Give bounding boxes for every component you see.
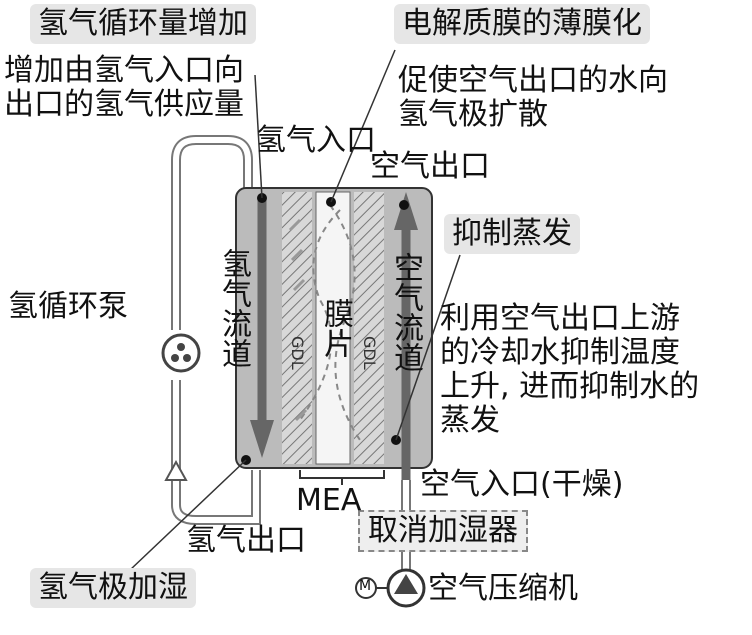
mea-bracket: [299, 470, 385, 485]
h2-pump-icon: [161, 333, 201, 373]
label-gdl-left: GDL: [288, 336, 307, 370]
motor-icon: M: [359, 578, 372, 594]
gdl-right: [354, 192, 384, 464]
label-air-outlet: 空气出口: [370, 149, 490, 184]
label-air-channel: 空气流道: [388, 252, 423, 372]
label-h2-outlet: 氢气出口: [186, 523, 306, 558]
callout-suppress-evap: 抑制蒸发: [444, 214, 580, 254]
label-mea: MEA: [296, 483, 362, 518]
label-membrane: 膜片: [318, 298, 353, 358]
membrane-strip: [315, 191, 351, 465]
label-h2-pump: 氢循环泵: [8, 289, 128, 324]
loop-arrow-up: [164, 459, 188, 481]
label-gdl-right: GDL: [360, 336, 379, 370]
callout-h2-recirc-desc: 增加由氢气入口向 出口的氢气供应量: [4, 53, 244, 122]
callout-h2-recirc: 氢气循环量增加: [30, 4, 256, 44]
label-air-inlet: 空气入口(干燥): [420, 467, 624, 502]
h2-flow-arrow: [250, 420, 274, 458]
air-flow-arrow: [394, 192, 418, 230]
callout-membrane-thin-desc: 促使空气出口的水向 氢气极扩散: [398, 63, 668, 132]
callout-suppress-evap-desc: 利用空气出口上游 的冷却水抑制温度 上升, 进而抑制水的 蒸发: [440, 301, 700, 438]
label-h2-channel: 氢气流道: [216, 248, 251, 368]
callout-membrane-thin: 电解质膜的薄膜化: [394, 4, 650, 44]
label-compressor: 空气压缩机: [428, 571, 578, 606]
callout-anode-humid: 氢气极加湿: [30, 568, 196, 608]
gdl-left: [282, 192, 312, 464]
label-h2-inlet: 氢气入口: [256, 123, 376, 158]
callout-remove-humidifier: 取消加湿器: [358, 510, 528, 552]
compressor-icon: [355, 568, 426, 608]
